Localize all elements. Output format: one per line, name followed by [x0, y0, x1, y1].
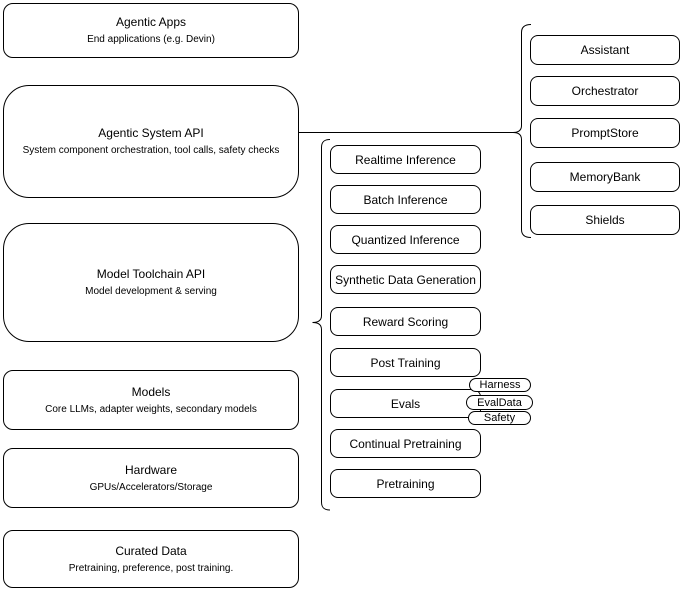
- node-agentic-system-api: Agentic System API System component orch…: [3, 85, 299, 198]
- node-memorybank: MemoryBank: [530, 162, 680, 192]
- node-subtitle: End applications (e.g. Devin): [87, 34, 215, 45]
- node-curated-data: Curated Data Pretraining, preference, po…: [3, 530, 299, 588]
- node-label: Continual Pretraining: [349, 436, 462, 451]
- node-label: Batch Inference: [363, 192, 448, 207]
- node-label: Realtime Inference: [355, 152, 456, 167]
- node-subtitle: Core LLMs, adapter weights, secondary mo…: [45, 403, 257, 415]
- tag-evaldata: EvalData: [466, 395, 533, 410]
- node-title: Agentic Apps: [115, 15, 187, 29]
- tag-label: Harness: [479, 379, 521, 391]
- node-reward-scoring: Reward Scoring: [330, 307, 481, 336]
- node-label: Post Training: [370, 355, 441, 370]
- node-promptstore: PromptStore: [530, 118, 680, 148]
- node-label: Orchestrator: [571, 84, 639, 98]
- system-group-brace: [512, 24, 532, 238]
- node-models: Models Core LLMs, adapter weights, secon…: [3, 370, 299, 430]
- node-label: Shields: [585, 213, 625, 227]
- node-subtitle: Model development & serving: [85, 286, 217, 297]
- tag-label: Safety: [483, 412, 516, 424]
- node-label: PromptStore: [571, 126, 639, 140]
- node-batch-inference: Batch Inference: [330, 185, 481, 214]
- node-subtitle: System component orchestration, tool cal…: [22, 145, 280, 156]
- node-label: Pretraining: [376, 476, 435, 491]
- node-title: Agentic System API: [98, 126, 204, 140]
- node-orchestrator: Orchestrator: [530, 76, 680, 106]
- node-label: MemoryBank: [569, 170, 641, 184]
- node-label: Reward Scoring: [362, 314, 449, 329]
- node-title: Hardware: [124, 462, 178, 477]
- node-synthetic-data-generation: Synthetic Data Generation: [330, 265, 481, 294]
- node-post-training: Post Training: [330, 348, 481, 377]
- node-title: Models: [131, 384, 171, 399]
- node-agentic-apps: Agentic Apps End applications (e.g. Devi…: [3, 3, 299, 58]
- node-continual-pretraining: Continual Pretraining: [330, 429, 481, 458]
- tag-harness: Harness: [469, 378, 531, 392]
- node-title: Curated Data: [115, 543, 187, 558]
- node-pretraining: Pretraining: [330, 469, 481, 498]
- tag-label: EvalData: [477, 396, 522, 409]
- node-subtitle: Pretraining, preference, post training.: [68, 562, 234, 574]
- node-subtitle: GPUs/Accelerators/Storage: [89, 481, 213, 493]
- node-hardware: Hardware GPUs/Accelerators/Storage: [3, 448, 299, 508]
- toolchain-group-brace: [312, 139, 331, 511]
- node-realtime-inference: Realtime Inference: [330, 145, 481, 174]
- node-label: Assistant: [580, 43, 630, 57]
- node-label: Quantized Inference: [351, 232, 460, 247]
- node-assistant: Assistant: [530, 35, 680, 65]
- node-label: Evals: [390, 396, 421, 411]
- node-evals: Evals: [330, 389, 481, 418]
- tag-safety: Safety: [468, 411, 531, 425]
- node-title: Model Toolchain API: [96, 267, 206, 281]
- node-shields: Shields: [530, 205, 680, 235]
- node-quantized-inference: Quantized Inference: [330, 225, 481, 254]
- node-model-toolchain-api: Model Toolchain API Model development & …: [3, 223, 299, 342]
- node-label: Synthetic Data Generation: [335, 272, 476, 287]
